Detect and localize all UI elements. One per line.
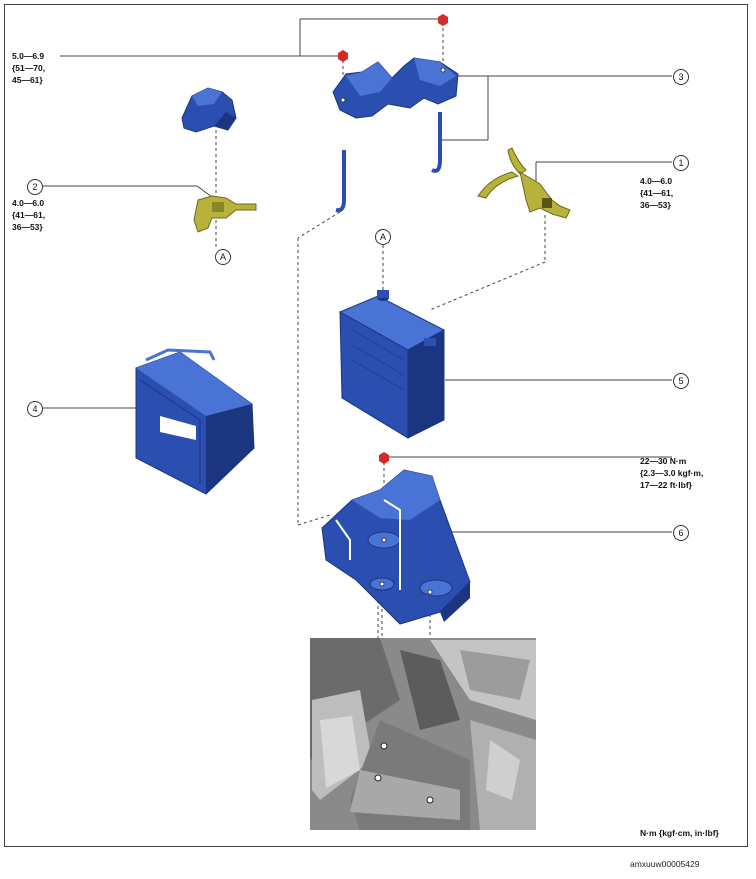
mount-points	[340, 67, 446, 595]
figure-frame	[4, 4, 748, 847]
callout-5: 5	[673, 373, 689, 389]
callout-2: 2	[27, 179, 43, 195]
unit-note: N·m {kgf·cm, in·lbf}	[640, 828, 719, 838]
negative-terminal	[193, 195, 257, 233]
terminal-cover	[181, 87, 237, 133]
battery-clamp-bracket	[332, 57, 459, 213]
torque-marks	[338, 14, 448, 464]
reference-a-battery: A	[375, 229, 391, 245]
torque-label-tray: 22—30 N·m {2.3—3.0 kgf·m, 17—22 ft·lbf}	[640, 456, 704, 490]
reference-a-terminal: A	[215, 249, 231, 265]
torque-label-positive-terminal: 4.0—6.0 {41—61, 36—53}	[640, 176, 674, 210]
battery-tray	[321, 469, 471, 625]
callout-4: 4	[27, 401, 43, 417]
callout-1: 1	[673, 155, 689, 171]
engine-bay-photo	[310, 638, 536, 830]
battery-box	[135, 348, 255, 495]
battery	[338, 290, 446, 439]
callout-6: 6	[673, 525, 689, 541]
callout-3: 3	[673, 69, 689, 85]
figure-code: amxuuw00005429	[630, 859, 700, 869]
positive-terminal	[477, 147, 571, 219]
torque-label-holder: 5.0—6.9 {51—70, 45—61}	[12, 51, 46, 85]
torque-label-negative-terminal: 4.0—6.0 {41—61, 36—53}	[12, 198, 46, 232]
